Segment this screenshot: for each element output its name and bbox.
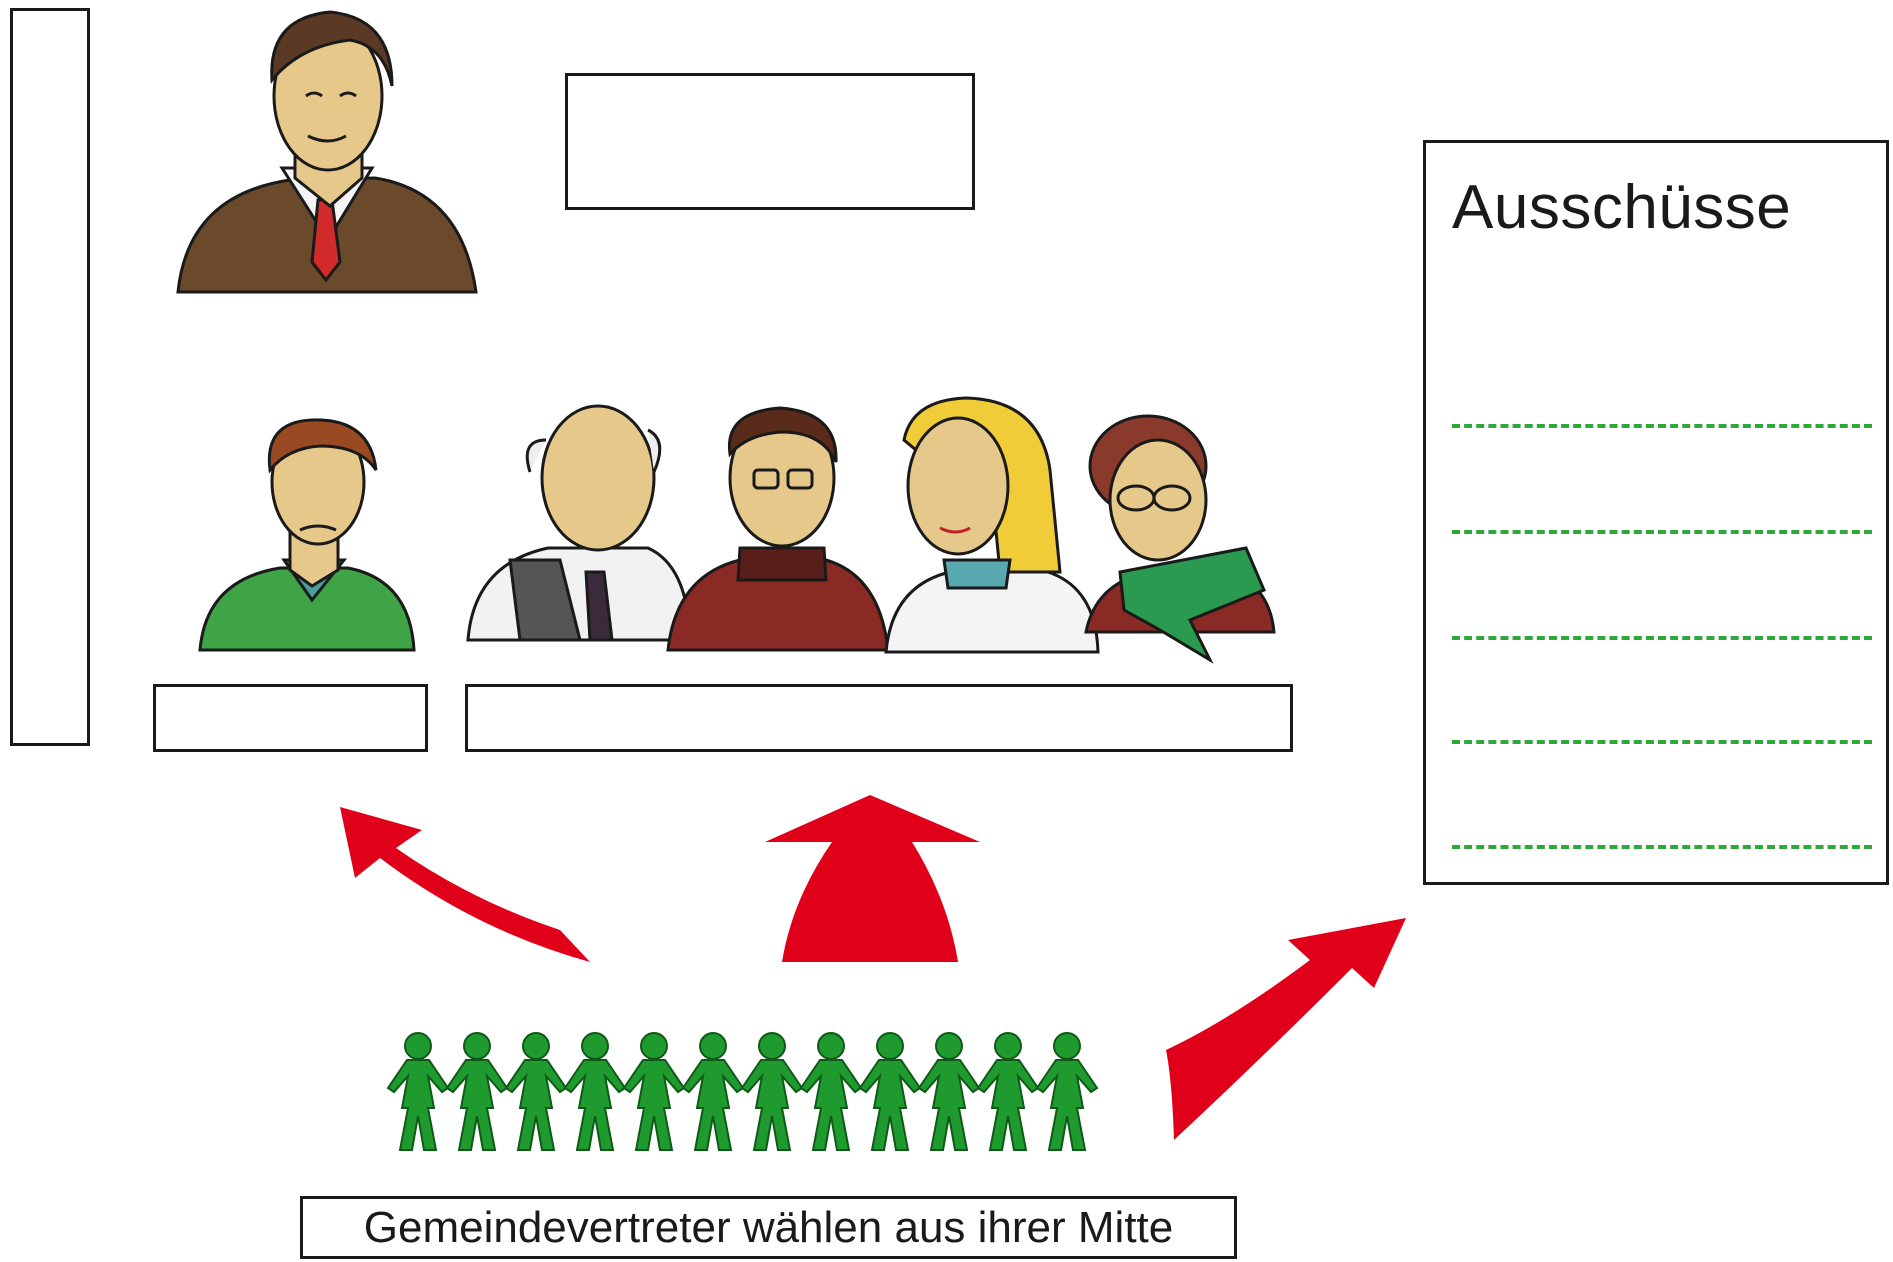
chain-person bbox=[682, 1032, 744, 1151]
arrow-up-right-icon bbox=[1166, 918, 1406, 1140]
council-label-box bbox=[465, 684, 1293, 752]
committee-slot bbox=[1452, 424, 1872, 428]
chain-person bbox=[741, 1032, 803, 1151]
arrow-up-icon bbox=[765, 795, 980, 962]
chain-person bbox=[564, 1032, 626, 1151]
deputy-label-box bbox=[153, 684, 428, 752]
committees-panel bbox=[1423, 140, 1889, 885]
top-label-box bbox=[565, 73, 975, 210]
mayor-portrait-icon bbox=[176, 10, 478, 294]
committee-slot bbox=[1452, 740, 1872, 744]
chain-person bbox=[623, 1032, 685, 1151]
scarf-woman-icon bbox=[1084, 414, 1276, 664]
chain-person bbox=[505, 1032, 567, 1151]
arrow-up-left-icon bbox=[340, 807, 590, 962]
deputy-portrait-icon bbox=[198, 418, 416, 652]
committee-slot bbox=[1452, 530, 1872, 534]
caption-box: Gemeindevertreter wählen aus ihrer Mitte bbox=[300, 1196, 1237, 1259]
chain-person bbox=[918, 1032, 980, 1151]
caption-text: Gemeindevertreter wählen aus ihrer Mitte bbox=[363, 1202, 1174, 1252]
chain-person bbox=[1036, 1032, 1098, 1151]
committee-slot bbox=[1452, 636, 1872, 640]
chain-person bbox=[446, 1032, 508, 1151]
committees-title: Ausschüsse bbox=[1452, 173, 1792, 242]
committee-slot bbox=[1452, 845, 1872, 849]
blonde-woman-icon bbox=[884, 396, 1100, 654]
chain-person bbox=[800, 1032, 862, 1151]
chain-person bbox=[977, 1032, 1039, 1151]
chain-person bbox=[387, 1032, 449, 1151]
bald-man-icon bbox=[466, 404, 692, 642]
chain-person bbox=[859, 1032, 921, 1151]
vertical-label-box bbox=[10, 8, 90, 746]
paper-chain-people-icon bbox=[387, 1032, 1098, 1151]
glasses-man-icon bbox=[666, 406, 890, 652]
